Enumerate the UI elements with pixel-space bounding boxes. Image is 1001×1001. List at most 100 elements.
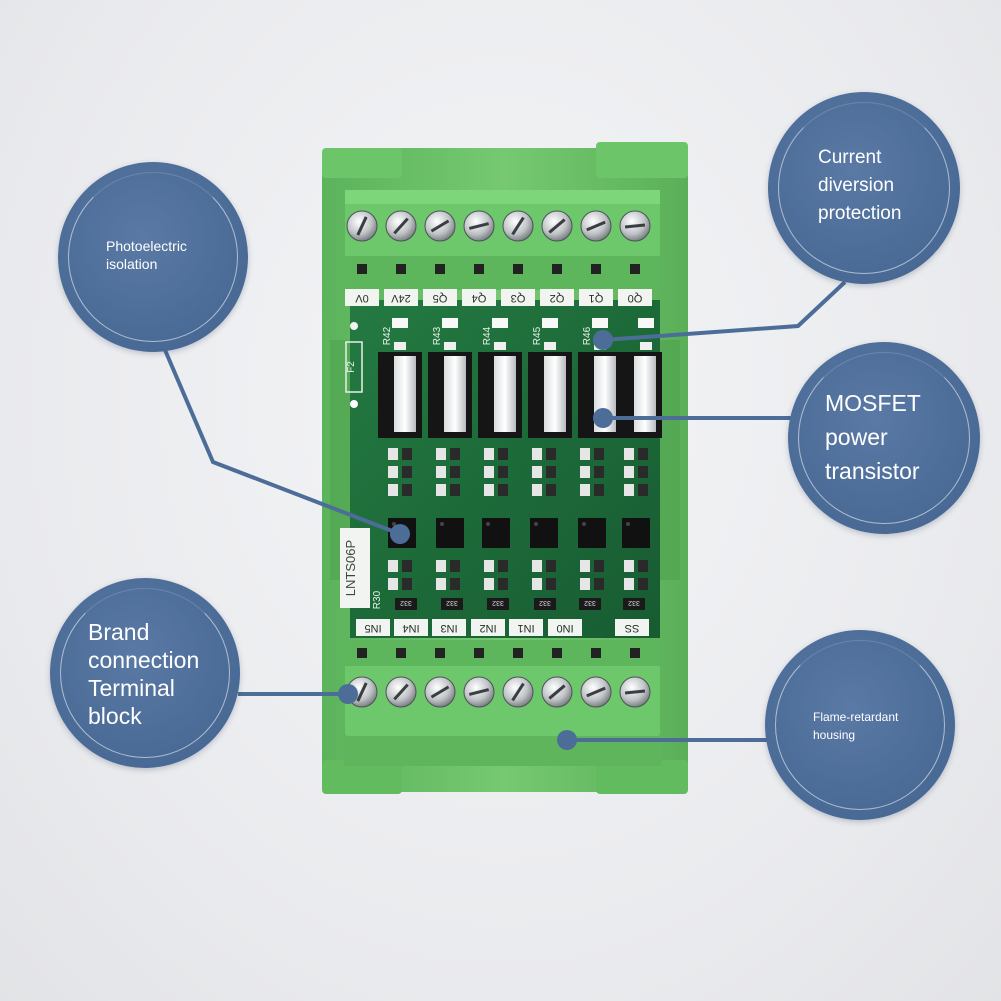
- top-screw: [424, 210, 456, 242]
- top-terminal-label: 0V: [355, 292, 369, 304]
- terminal-slot: [552, 648, 562, 658]
- input-terminal-label: IN5: [364, 622, 381, 634]
- smd-resistor: [402, 466, 412, 478]
- smd-resistor: [402, 578, 412, 590]
- top-terminal-label: Q4: [472, 292, 487, 304]
- optocoupler-pin1-dot: [486, 522, 490, 526]
- resistor-label: R43: [432, 326, 443, 345]
- smd-resistor: [638, 560, 648, 572]
- led: [442, 318, 458, 328]
- top-terminal-label: 24V: [391, 292, 411, 304]
- smd-resistor: [546, 578, 556, 590]
- smd-chip: [441, 598, 463, 610]
- smd-resistor: [388, 484, 398, 496]
- optocoupler-pin1-dot: [440, 522, 444, 526]
- mosfet: [378, 352, 422, 438]
- smd-resistor: [484, 466, 494, 478]
- bottom-label-plate: [432, 619, 466, 636]
- smd-resistor: [388, 578, 398, 590]
- input-terminal-label: IN4: [402, 622, 419, 634]
- top-label-plate: [384, 289, 418, 306]
- smd-resistor: [388, 448, 398, 460]
- callout-mosfet-power-transistor: MOSFET power transistor: [788, 342, 980, 534]
- callout-current-label: Current diversion protection: [818, 147, 902, 224]
- bottom-label-plate: [356, 619, 390, 636]
- led: [392, 318, 408, 328]
- smd-resistor: [594, 560, 604, 572]
- optocoupler: [436, 518, 464, 548]
- smd-resistor: [580, 560, 590, 572]
- resistor-label: R44: [482, 326, 493, 345]
- led: [394, 342, 406, 350]
- top-label-plate: [345, 289, 379, 306]
- terminal-slot: [357, 648, 367, 658]
- smd-resistor: [402, 560, 412, 572]
- led: [542, 318, 558, 328]
- smd-resistor: [436, 448, 446, 460]
- smd-resistor: [532, 578, 542, 590]
- smd-resistor: [450, 448, 460, 460]
- input-terminal-label: IN1: [517, 622, 534, 634]
- chip-code-label: 332: [400, 599, 412, 606]
- optocoupler: [578, 518, 606, 548]
- terminal-slot: [396, 648, 406, 658]
- bottom-label-plate: [509, 619, 543, 636]
- terminal-slot: [474, 264, 484, 274]
- smd-resistor: [402, 484, 412, 496]
- terminal-slot: [474, 648, 484, 658]
- chip-code-label: 332: [446, 599, 458, 606]
- smd-resistor: [638, 578, 648, 590]
- top-terminal-label: Q2: [550, 292, 565, 304]
- led: [544, 342, 556, 350]
- smd-resistor: [594, 448, 604, 460]
- terminal-slot: [630, 648, 640, 658]
- input-terminal-label: IN0: [556, 622, 573, 634]
- top-screw: [580, 210, 612, 242]
- smd-resistor: [388, 560, 398, 572]
- mosfet: [618, 352, 662, 438]
- svg-text:LNTS06P: LNTS06P: [343, 540, 358, 596]
- smd-resistor: [580, 578, 590, 590]
- bottom-label-plate: [615, 619, 649, 636]
- top-screw: [346, 210, 378, 242]
- terminal-slot: [357, 264, 367, 274]
- optocoupler: [622, 518, 650, 548]
- smd-resistor: [546, 466, 556, 478]
- top-screw: [502, 210, 534, 242]
- smd-resistor: [498, 578, 508, 590]
- input-terminal-label: SS: [625, 622, 640, 634]
- smd-resistor: [624, 578, 634, 590]
- top-terminal-label: Q1: [589, 292, 604, 304]
- smd-resistor: [498, 484, 508, 496]
- top-screw: [541, 210, 573, 242]
- resistor-r30-label: R30: [372, 590, 383, 609]
- chip-code-label: 332: [539, 599, 551, 606]
- optocoupler-pin1-dot: [392, 522, 396, 526]
- smd-resistor: [484, 448, 494, 460]
- top-screw: [385, 210, 417, 242]
- top-terminal-label: Q0: [628, 292, 643, 304]
- smd-resistor: [546, 484, 556, 496]
- optocoupler-pin1-dot: [534, 522, 538, 526]
- bottom-screw: [541, 676, 573, 708]
- top-terminal-block: [345, 190, 660, 290]
- optocouplers: [388, 518, 650, 548]
- smd-chip: [623, 598, 645, 610]
- smd-resistor: [580, 466, 590, 478]
- terminal-slot: [591, 264, 601, 274]
- smd-resistor: [638, 484, 648, 496]
- chip-code-label: 332: [492, 599, 504, 606]
- callout-photoelectric-isolation: Photoelectric isolation: [58, 162, 248, 352]
- smd-resistor: [436, 484, 446, 496]
- smd-chip: [487, 598, 509, 610]
- callout-photoelectric-label: Photoelectric isolation: [106, 238, 187, 272]
- terminal-slot: [435, 264, 445, 274]
- terminal-slot: [396, 264, 406, 274]
- smd-resistor: [580, 484, 590, 496]
- smd-resistor: [484, 484, 494, 496]
- top-screw: [463, 210, 495, 242]
- top-label-plate: [423, 289, 457, 306]
- smd-resistor: [624, 484, 634, 496]
